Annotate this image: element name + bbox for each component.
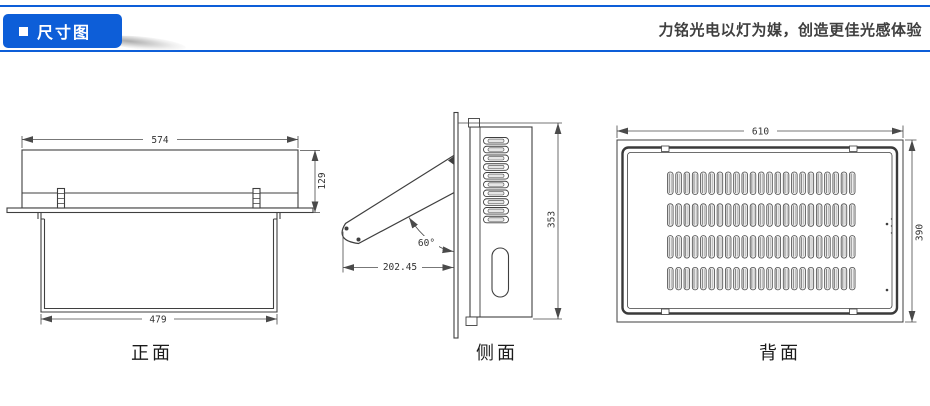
front-dim-bottom-width: 479 — [40, 313, 278, 326]
dimension-drawing: 574 129 479 正面 — [6, 111, 926, 363]
side-view-drawing: 60° 202.45 353 侧面 — [341, 111, 562, 363]
back-tab — [849, 308, 858, 315]
back-screw-dot — [885, 288, 889, 292]
dim-text-202-45: 202.45 — [383, 262, 417, 273]
side-view-label: 侧面 — [476, 343, 518, 363]
dim-text-353: 353 — [547, 211, 558, 228]
section-tab-label: 尺寸图 — [37, 25, 92, 42]
back-dim-height: 390 — [905, 139, 926, 323]
side-mounting-plate — [453, 111, 459, 339]
back-tab — [661, 308, 670, 315]
front-view-drawing: 574 129 479 正面 — [6, 134, 328, 363]
mounting-clip-left — [56, 187, 66, 209]
back-panel — [616, 139, 904, 323]
arm-screw-hole — [356, 237, 361, 242]
front-recessed-box — [37, 212, 281, 313]
header-top-line — [0, 5, 930, 7]
dim-text-574: 574 — [151, 135, 168, 146]
side-arm-bracket — [341, 152, 458, 245]
mounting-clip-right — [252, 187, 261, 209]
back-view-label: 背面 — [759, 343, 801, 363]
front-view-label: 正面 — [131, 343, 173, 363]
back-tab — [849, 145, 858, 152]
side-bottom-tab — [465, 316, 478, 326]
back-screw-dot — [885, 222, 889, 226]
dim-text-60deg: 60° — [418, 238, 435, 249]
dim-text-479: 479 — [149, 315, 166, 326]
square-bullet-icon — [19, 26, 28, 36]
front-dim-right-height: 129 — [300, 150, 328, 213]
front-dim-top-width: 574 — [21, 134, 299, 148]
side-handle-slot — [491, 247, 510, 298]
dim-text-390: 390 — [915, 224, 926, 241]
back-pin-dot — [890, 218, 893, 220]
back-pin-dot — [890, 232, 893, 234]
arm-screw-hole — [344, 226, 349, 231]
back-dim-width: 610 — [616, 125, 904, 138]
side-dim-arm-length: 202.45 — [342, 231, 454, 273]
back-view-drawing: 610 390 背面 — [616, 125, 926, 363]
dim-text-610: 610 — [752, 127, 769, 138]
section-tab: 尺寸图 — [3, 14, 122, 48]
header-underline — [0, 49, 930, 52]
side-dim-angle: 60° — [408, 217, 454, 254]
side-dim-height: 353 — [458, 122, 562, 320]
dim-text-129: 129 — [317, 172, 328, 189]
front-housing — [6, 149, 314, 214]
back-tab — [661, 145, 670, 152]
header-slogan: 力铭光电以灯为媒，创造更佳光感体验 — [658, 22, 922, 39]
back-pin-dot — [890, 225, 893, 227]
